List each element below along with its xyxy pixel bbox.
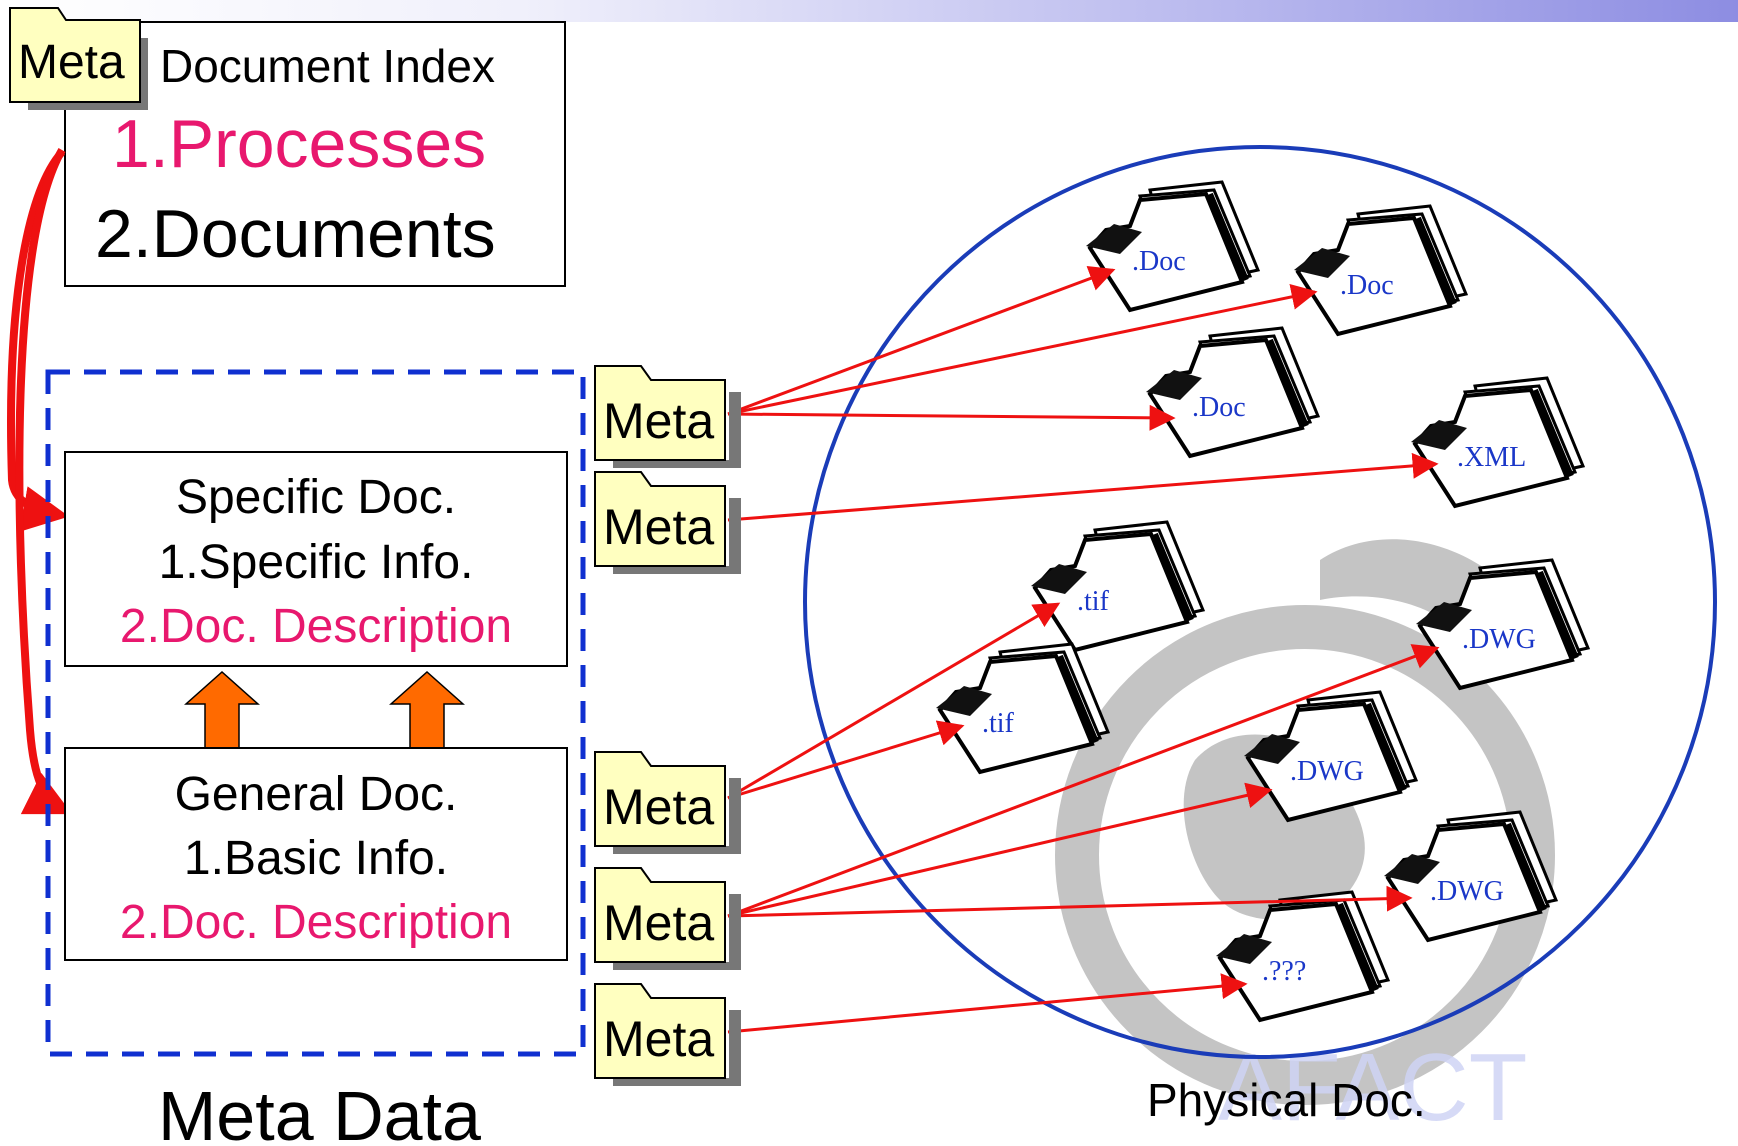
general-doc-description: 2.Doc. Description (120, 896, 512, 949)
document-icon: .tif (1031, 520, 1206, 653)
document-extension-label: .XML (1457, 442, 1526, 473)
document-extension-label: .DWG (1430, 876, 1504, 907)
index-meta-label: Meta (18, 36, 125, 89)
title-bar-gradient (0, 0, 1738, 22)
watermark-text: AFACT (1218, 1034, 1527, 1141)
physical-doc-circle (803, 145, 1717, 1059)
index-to-general-arrow (15, 148, 73, 815)
document-icon: .Doc (1086, 180, 1261, 313)
meta-folder-label: Meta (603, 1011, 714, 1067)
index-to-specific-arrow (7, 149, 70, 532)
inherit-up-arrow-right (389, 670, 465, 749)
meta-folder-icon: Meta (594, 365, 741, 468)
inherit-up-arrow-left (184, 670, 260, 749)
general-doc-title: General Doc. (175, 768, 458, 821)
meta-to-document-link (727, 284, 1318, 416)
document-icon: .DWG (1244, 690, 1419, 823)
document-icon: .XML (1411, 376, 1586, 509)
meta-folder-icon: Meta (594, 867, 741, 970)
meta-folder-icon: Meta (594, 751, 741, 854)
meta-data-label: Meta Data (158, 1077, 481, 1146)
document-index-title: Document Index (160, 40, 495, 92)
document-extension-label: .Doc (1132, 246, 1186, 277)
document-extension-label: .Doc (1340, 270, 1394, 301)
document-icon: .tif (936, 642, 1111, 775)
specific-doc-box (64, 451, 568, 667)
links-layer (727, 266, 1440, 1034)
specific-doc-title: Specific Doc. (176, 471, 456, 524)
document-index-box (64, 21, 566, 287)
document-extension-label: .DWG (1290, 756, 1364, 787)
document-extension-label: .??? (1262, 956, 1306, 987)
document-icon: .DWG (1416, 558, 1591, 691)
meta-folder-label: Meta (603, 895, 714, 951)
document-extension-label: .Doc (1192, 392, 1246, 423)
meta-folder-icon: Meta (594, 983, 741, 1086)
index-item-documents: 2.Documents (95, 196, 496, 272)
meta-data-frame (45, 369, 586, 1057)
meta-folder-label: Meta (603, 393, 714, 449)
physical-doc-label: Physical Doc. (1147, 1074, 1426, 1126)
meta-folder-label: Meta (603, 779, 714, 835)
documents-layer: .Doc .Doc .Doc .XML .tif .DWG .tif .DWG .DWG.??? (936, 180, 1591, 1023)
document-extension-label: .tif (1077, 586, 1110, 617)
meta-to-document-link (727, 452, 1439, 522)
document-icon: .Doc (1294, 204, 1469, 337)
specific-doc-description: 2.Doc. Description (120, 600, 512, 653)
meta-to-document-link (727, 720, 965, 800)
specific-doc-info: 1.Specific Info. (159, 536, 474, 589)
meta-to-document-link (727, 404, 1176, 431)
meta-to-document-link (727, 782, 1273, 918)
meta-folder-label: Meta (603, 499, 714, 555)
meta-to-document-link (727, 973, 1248, 1034)
document-icon: .??? (1216, 890, 1391, 1023)
document-icon: .Doc (1146, 326, 1321, 459)
general-doc-box (64, 747, 568, 961)
document-extension-label: .tif (982, 708, 1015, 739)
document-icon: .DWG (1384, 810, 1559, 943)
meta-folder-icon: Meta (594, 471, 741, 574)
document-extension-label: .DWG (1462, 624, 1536, 655)
meta-to-document-link (727, 644, 1440, 918)
meta-to-document-link (727, 266, 1116, 416)
index-item-processes: 1.Processes (112, 106, 486, 182)
meta-to-document-link (727, 885, 1413, 918)
index-meta-folder: Meta (9, 7, 148, 110)
general-doc-info: 1.Basic Info. (184, 832, 448, 885)
meta-to-document-link (727, 602, 1061, 800)
